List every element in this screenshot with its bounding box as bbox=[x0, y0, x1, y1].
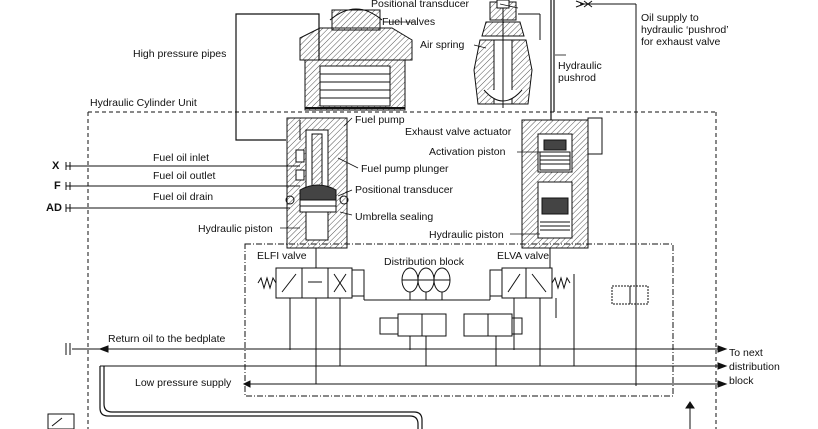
exhaust-valve-drawing bbox=[473, 0, 541, 108]
hydraulic-piston-right-label: Hydraulic piston bbox=[429, 229, 504, 241]
internal-piping bbox=[289, 248, 575, 384]
elfi-valve-label: ELFI valve bbox=[257, 250, 307, 262]
low-pressure-supply-line bbox=[242, 380, 728, 388]
distribution-block-accumulators bbox=[374, 267, 478, 301]
distribution-block-frame bbox=[244, 243, 674, 397]
pilot-valve-far-right bbox=[611, 285, 649, 305]
oil-supply-line bbox=[575, 0, 637, 386]
positional-transducer-mid-label: Positional transducer bbox=[355, 184, 454, 196]
return-oil-line bbox=[65, 343, 728, 355]
hydraulic-piston-left-label: Hydraulic piston bbox=[198, 223, 273, 235]
umbrella-sealing-label: Umbrella sealing bbox=[355, 211, 434, 223]
fuel-port-lines bbox=[65, 162, 300, 212]
return-oil-label: Return oil to the bedplate bbox=[108, 333, 226, 345]
oil-supply-label: Oil supply to hydraulic ‘pushrod’ for ex… bbox=[641, 12, 729, 48]
elva-valve-symbol bbox=[489, 267, 571, 299]
port-ad-label: AD bbox=[46, 202, 62, 214]
exhaust-valve-actuator-label: Exhaust valve actuator bbox=[405, 126, 512, 138]
port-f-label: F bbox=[54, 180, 61, 192]
leader-lines bbox=[235, 3, 566, 235]
positional-transducer-top-label: Positional transducer bbox=[371, 0, 470, 10]
to-next-distribution-block-label: To next distribution block bbox=[729, 347, 780, 387]
elva-valve-label: ELVA valve bbox=[497, 250, 550, 262]
fuel-oil-outlet-label: Fuel oil outlet bbox=[153, 170, 216, 182]
activation-piston-label: Activation piston bbox=[429, 146, 506, 158]
hydraulic-pushrod-pipe bbox=[550, 0, 555, 120]
pilot-valve-right bbox=[463, 313, 523, 337]
air-spring-label: Air spring bbox=[420, 39, 465, 51]
distribution-line-mid bbox=[100, 362, 728, 370]
high-pressure-pipe bbox=[235, 13, 320, 141]
fuel-pump-plunger-label: Fuel pump plunger bbox=[361, 163, 449, 175]
cylinder-cover-drawing bbox=[299, 8, 413, 111]
fuel-valves-label: Fuel valves bbox=[382, 16, 436, 28]
hydraulic-cylinder-unit-label: Hydraulic Cylinder Unit bbox=[90, 97, 197, 109]
return-pipe-loop bbox=[99, 366, 423, 429]
fuel-oil-inlet-label: Fuel oil inlet bbox=[153, 152, 210, 164]
low-pressure-supply-label: Low pressure supply bbox=[135, 377, 232, 389]
distribution-block-label: Distribution block bbox=[384, 256, 464, 268]
fuel-oil-drain-label: Fuel oil drain bbox=[153, 191, 214, 203]
hydraulic-pushrod-label: Hydraulic pushrod bbox=[558, 60, 602, 84]
fuel-pump-label: Fuel pump bbox=[355, 114, 405, 126]
hydraulic-cylinder-unit-frame bbox=[87, 111, 717, 429]
high-pressure-pipes-label: High pressure pipes bbox=[133, 48, 227, 60]
exhaust-valve-actuator-drawing bbox=[521, 117, 603, 249]
pilot-valve-left bbox=[379, 313, 447, 337]
elfi-valve-symbol bbox=[257, 267, 365, 299]
port-x-label: X bbox=[52, 160, 60, 172]
fuel-pump-drawing bbox=[285, 117, 349, 249]
lower-left-symbol bbox=[47, 401, 695, 429]
